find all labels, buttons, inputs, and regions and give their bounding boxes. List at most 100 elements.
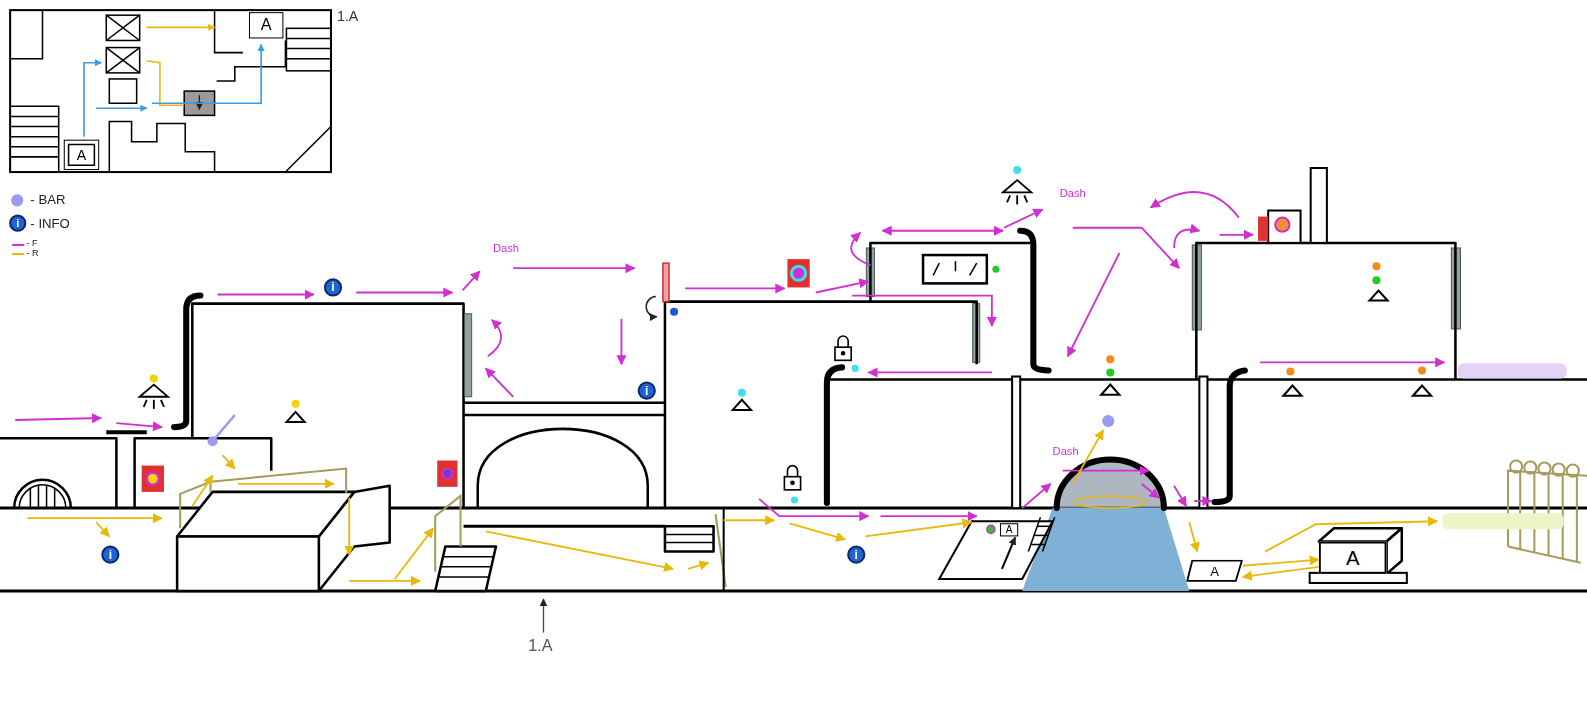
gate [1538,463,1550,475]
lamp-icon [153,400,155,409]
wall [665,168,1587,508]
water-channel [1057,460,1164,509]
f-route-arrow [852,296,992,326]
legend-text: - BAR [30,193,65,206]
minimap [10,106,59,172]
minimap [106,48,139,73]
gate [1524,462,1536,474]
big-box [177,469,390,591]
bar-pickup [1102,415,1114,427]
gate [1533,473,1535,553]
minimap [109,79,136,103]
rotate-arrow [646,297,657,317]
r-route-arrow [1189,522,1197,551]
lock-icon [784,477,800,490]
f-route-arrow [1063,470,1149,472]
f-route-arrow [356,292,452,294]
anchor-tag: A [1000,523,1018,536]
collectible [142,217,1290,492]
f-route-arrow [883,230,1003,232]
big-box [177,492,354,537]
f-route-arrow [1073,228,1179,268]
f-route-arrow [1004,210,1042,228]
collectible [787,259,809,287]
spawn-marker [286,412,304,422]
section-pointer [543,599,544,632]
f-route-arrow [488,320,501,356]
stairs [665,526,714,551]
node-text: i [331,281,334,293]
wall [1020,231,1048,371]
stairs [435,496,725,591]
rotate-arrow [646,297,657,317]
map-anchor-box: A [64,140,99,170]
minimap [286,38,331,40]
sewer-grate [46,485,48,508]
floor-plate [987,525,995,533]
r-route-arrow [238,483,334,485]
gate [1510,461,1522,473]
f-route-arrow [816,281,869,292]
window [923,255,987,283]
minimap [106,48,139,73]
info-icon: i [9,215,26,232]
legend-text: - F [26,239,37,248]
section-pointer [543,599,544,632]
item-dot [1372,262,1380,270]
lamp-icon [1024,195,1027,202]
stairs [441,566,492,568]
bridge [464,414,665,417]
item-dot [150,374,158,382]
info-icon: i [324,278,342,296]
wall [0,438,116,508]
sewer-grate [14,480,71,508]
gate [1508,461,1587,563]
minimap [147,61,184,106]
minimap [152,45,261,104]
legend-swatch [11,194,23,206]
lock-icon [838,336,848,347]
f-route-arrow [513,267,634,269]
f-route-arrow [486,368,513,396]
minimap [10,10,331,172]
stairs [439,576,490,578]
collectible [142,466,164,492]
stairs [435,496,460,572]
floor-plate [1037,526,1051,528]
collectible [442,469,452,479]
window [970,263,977,275]
floor-plate [1002,537,1015,568]
move-label: Dash [1059,188,1087,199]
minimap [199,95,200,109]
minimap [10,10,42,59]
f-route-arrow [881,515,977,517]
stairs [665,542,714,544]
f-route-arrow [1174,486,1186,506]
gate [1519,472,1521,550]
minimap [84,63,101,137]
wall [1012,377,1020,509]
item-dot [1106,355,1114,363]
wall [1311,168,1327,243]
minimap [10,10,331,172]
lamp-icon [1003,180,1031,192]
lock-icon [842,352,845,355]
f-route-arrow [868,372,991,374]
goal-zone [1457,363,1566,378]
wall [1199,377,1207,509]
collectible [791,266,805,280]
floor-plate [1028,517,1040,551]
collectible [1258,217,1268,241]
minimap [10,116,59,118]
map-anchor-box: A [249,12,283,38]
gate [1576,476,1578,562]
spawn-marker [1369,290,1387,300]
minimap [10,136,59,138]
item-dot [1418,366,1426,374]
wall [665,302,977,508]
f-route-arrow [1174,230,1199,248]
r-route-arrow [349,580,420,582]
sewer-grate [19,485,66,508]
water-channel [1075,496,1146,508]
